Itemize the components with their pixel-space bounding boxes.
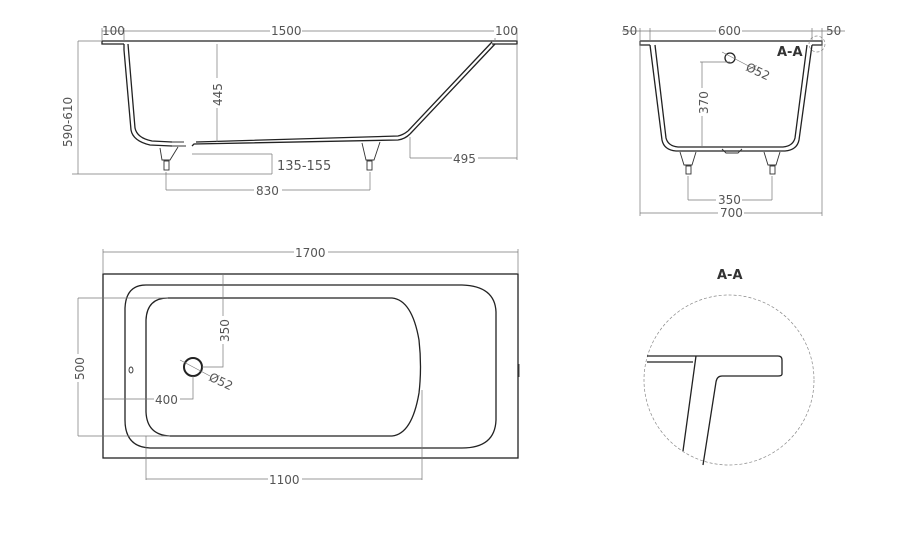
dim-slope-base: 495	[453, 152, 476, 166]
dim-overflow-diameter: Ø52	[744, 60, 772, 83]
dim-right-rim: 100	[495, 24, 518, 38]
dim-end-right-rim: 50	[826, 24, 841, 38]
detail-view-a-a: A-A	[643, 268, 815, 466]
dim-bottom-length: 1100	[269, 473, 300, 487]
dim-drain-offset-y: 350	[218, 319, 232, 342]
dim-total-width: 700	[720, 206, 743, 220]
dim-width: 500	[73, 357, 87, 380]
dim-feet-spacing: 830	[256, 184, 279, 198]
side-view: 100 1500 100 590-610 445 135-155 830 495	[61, 24, 518, 198]
dim-inner-width: 600	[718, 24, 741, 38]
dim-drain-diameter: Ø52	[207, 370, 235, 393]
dim-left-rim: 100	[102, 24, 125, 38]
dim-inner-length: 1500	[271, 24, 302, 38]
plan-view: 1700 500 350 400 Ø52 1100	[72, 246, 520, 487]
dim-inner-depth: 445	[211, 83, 225, 106]
end-view: 50 600 50 A-A Ø52 370 350 700	[622, 24, 845, 220]
dim-end-feet-spacing: 350	[718, 193, 741, 207]
dim-total-length: 1700	[295, 246, 326, 260]
dim-overflow-height: 370	[697, 91, 711, 114]
dim-drain-offset-x: 400	[155, 393, 178, 407]
dim-foot-height: 135-155	[277, 159, 331, 174]
detail-title: A-A	[717, 268, 743, 283]
dim-end-left-rim: 50	[622, 24, 637, 38]
section-marker-label: A-A	[777, 45, 803, 60]
dim-total-height: 590-610	[61, 97, 75, 147]
